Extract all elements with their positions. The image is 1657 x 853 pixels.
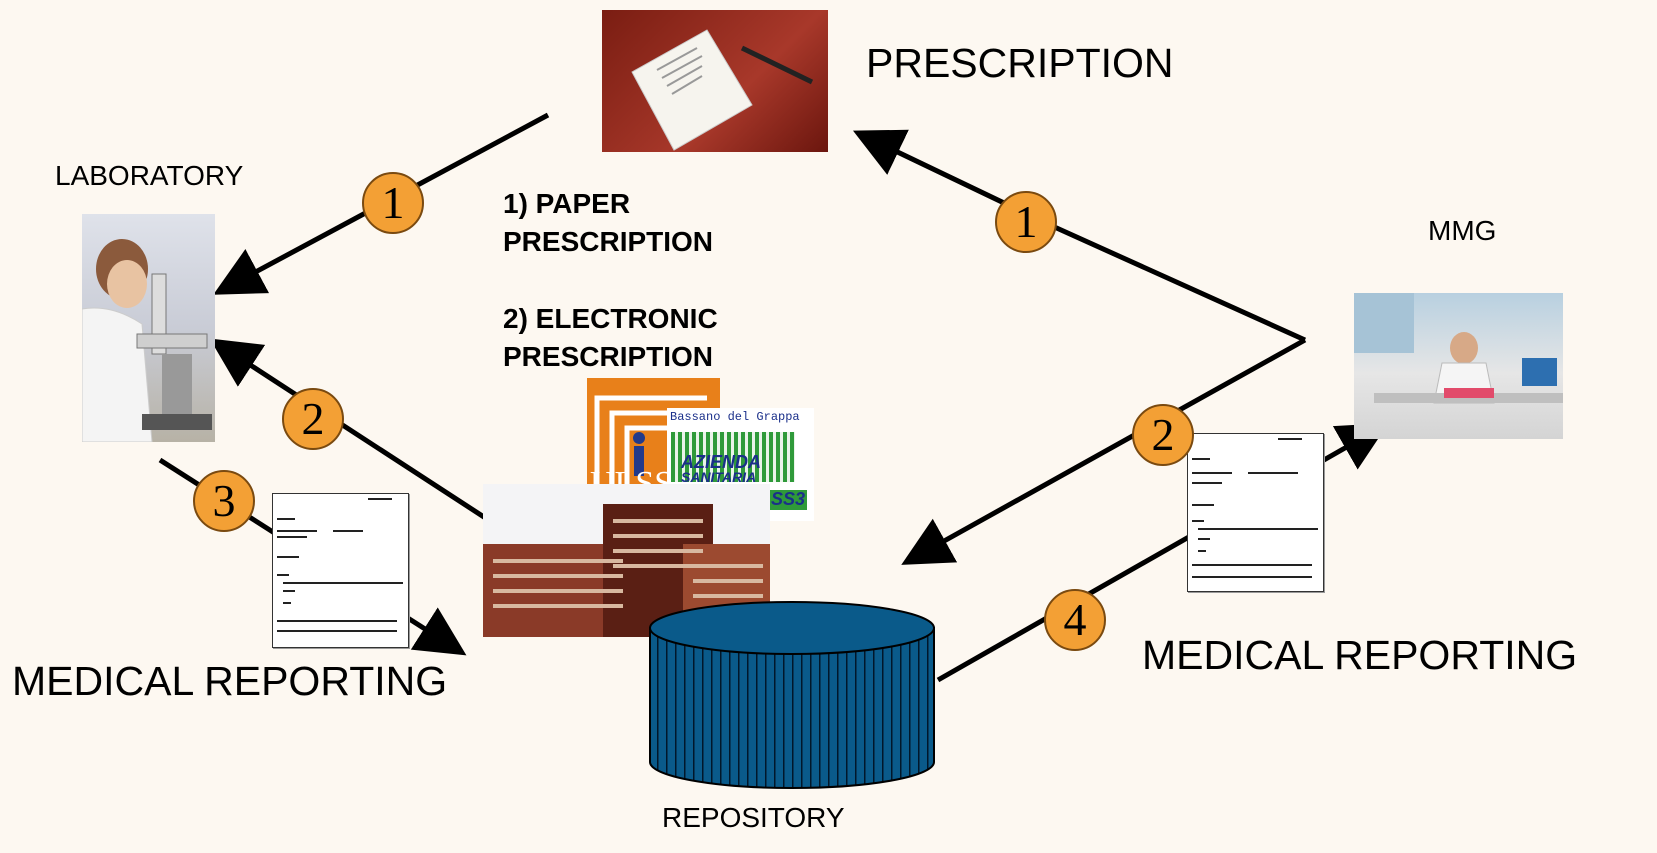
- azienda-green-block: [671, 432, 795, 482]
- badge-lab-paper: 1: [362, 172, 424, 234]
- legend-paper-line2: PRESCRIPTION: [503, 226, 714, 257]
- legend-electronic-line2: PRESCRIPTION: [503, 341, 714, 372]
- laboratory-label: LABORATORY: [55, 160, 244, 191]
- prescription-photo: [602, 10, 828, 152]
- sanitaria-text: SANITARIA: [681, 469, 757, 485]
- repository-cylinder: [649, 601, 935, 789]
- arrow-hospital-to-lab: [209, 338, 509, 535]
- legend-paper: 1) PAPER PRESCRIPTION: [503, 185, 713, 261]
- badge-lab-electronic: 2: [282, 388, 344, 450]
- medical-reporting-right-label: MEDICAL REPORTING: [1142, 632, 1578, 678]
- legend-paper-line1: 1) PAPER: [503, 188, 631, 219]
- mmg-photo: [1354, 293, 1563, 439]
- badge-mmg-electronic: 2: [1132, 404, 1194, 466]
- arrow-mmg-to-repository: [901, 337, 1307, 565]
- repository-label: REPOSITORY: [662, 802, 845, 833]
- prescription-pad-icon: [631, 29, 814, 151]
- legend-electronic: 2) ELECTRONIC PRESCRIPTION: [503, 300, 718, 376]
- hospital-building-icon: [483, 504, 770, 637]
- badge-mmg-paper: 1: [995, 191, 1057, 253]
- arrow-mmg-split-line: [1048, 222, 1307, 343]
- legend-electronic-line1: 2) ELECTRONIC: [503, 303, 718, 334]
- hospital-photo: [483, 484, 770, 637]
- azienda-text: AZIENDA: [681, 452, 761, 472]
- medical-report-left: [272, 493, 409, 648]
- medical-report-right: [1187, 433, 1324, 592]
- doctor-desk-icon: [1354, 293, 1563, 404]
- laboratory-photo: [82, 214, 215, 442]
- prescription-label: PRESCRIPTION: [866, 40, 1174, 86]
- badge-repo-report: 4: [1044, 589, 1106, 651]
- azienda-city: Bassano del Grappa: [670, 410, 800, 424]
- microscope-icon: [82, 239, 212, 442]
- medical-reporting-left-label: MEDICAL REPORTING: [12, 658, 448, 704]
- mmg-label: MMG: [1428, 215, 1497, 246]
- badge-lab-report: 3: [193, 470, 255, 532]
